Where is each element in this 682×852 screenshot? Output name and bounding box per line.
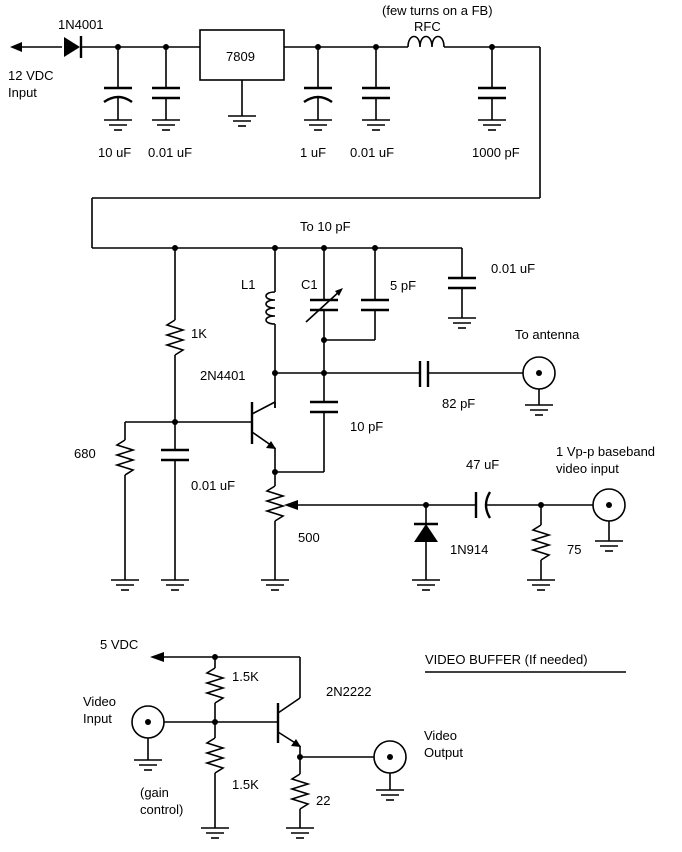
label-7809: 7809 [226, 49, 255, 64]
capacitor-001uf-c [448, 248, 476, 329]
transistor-2n2222 [276, 697, 301, 757]
label-5pf: 5 pF [390, 278, 416, 293]
label-baseband-2: video input [556, 461, 619, 476]
label-video-input-2: Input [83, 711, 112, 726]
label-rfc: RFC [414, 19, 441, 34]
capacitor-001uf-d [161, 422, 189, 591]
capacitor-1uf [303, 47, 333, 131]
capacitor-001uf-a [152, 47, 180, 131]
label-gain-1: (gain [140, 785, 169, 800]
label-1n4001: 1N4001 [58, 17, 104, 32]
video-input-connector[interactable] [592, 488, 626, 552]
label-rfc-note: (few turns on a FB) [382, 3, 493, 18]
capacitor-82pf [418, 361, 430, 387]
label-82pf: 82 pF [442, 396, 475, 411]
label-001uf-a: 0.01 uF [148, 145, 192, 160]
variable-capacitor-c1 [305, 248, 343, 375]
label-12vdc: 12 VDC [8, 68, 54, 83]
label-5vdc: 5 VDC [100, 637, 138, 652]
label-10pf: 10 pF [350, 419, 383, 434]
label-001uf-d: 0.01 uF [191, 478, 235, 493]
labels: 1N4001 12 VDC Input 7809 (few turns on a… [8, 3, 655, 817]
video-buffer-section [131, 652, 626, 839]
transistor-2n4401 [175, 401, 276, 486]
label-baseband-1: 1 Vp-p baseband [556, 444, 655, 459]
label-001uf-c: 0.01 uF [491, 261, 535, 276]
label-1k: 1K [191, 326, 207, 341]
capacitor-5pf [324, 248, 389, 341]
label-c1: C1 [301, 277, 318, 292]
label-1uf: 1 uF [300, 145, 326, 160]
label-gain-2: control) [140, 802, 183, 817]
oscillator-section [92, 245, 626, 591]
label-to-antenna: To antenna [515, 327, 580, 342]
label-1-5k-bottom: 1.5K [232, 777, 259, 792]
capacitor-001uf-b [362, 47, 390, 131]
resistor-1-5k-bottom [201, 722, 229, 839]
diode-1n4001 [64, 36, 83, 58]
capacitor-10pf [275, 373, 338, 473]
inductor-l1 [265, 248, 276, 408]
label-video-output-2: Output [424, 745, 463, 760]
label-l1: L1 [241, 277, 255, 292]
antenna-connector[interactable] [522, 356, 556, 416]
label-1n914: 1N914 [450, 542, 488, 557]
ground-regulator [228, 115, 256, 127]
label-to-10pf: To 10 pF [300, 219, 351, 234]
label-video-buffer: VIDEO BUFFER (If needed) [425, 652, 588, 667]
potentiometer-500 [261, 485, 476, 591]
label-500: 500 [298, 530, 320, 545]
label-10uf: 10 uF [98, 145, 131, 160]
supply-input-arrow [10, 42, 62, 52]
label-input: Input [8, 85, 37, 100]
label-video-input-1: Video [83, 694, 116, 709]
resistor-1k [164, 248, 186, 422]
label-1-5k-top: 1.5K [232, 669, 259, 684]
label-2n2222: 2N2222 [326, 684, 372, 699]
inductor-rfc [407, 35, 445, 48]
label-001uf-b: 0.01 uF [350, 145, 394, 160]
power-supply-section [10, 29, 541, 248]
label-2n4401: 2N4401 [200, 368, 246, 383]
capacitor-10uf [103, 47, 133, 131]
resistor-1-5k-top [204, 657, 226, 722]
resistor-680 [111, 421, 175, 591]
label-47uf: 47 uF [466, 457, 499, 472]
resistor-75 [527, 505, 555, 591]
video-buffer-output-connector[interactable] [373, 740, 407, 801]
label-22: 22 [316, 793, 330, 808]
diode-1n914 [412, 505, 440, 591]
label-75: 75 [567, 542, 581, 557]
capacitor-1000pf [478, 47, 506, 131]
label-video-output-1: Video [424, 728, 457, 743]
label-1000pf: 1000 pF [472, 145, 520, 160]
label-680: 680 [74, 446, 96, 461]
resistor-22 [286, 757, 314, 839]
video-buffer-input-connector[interactable] [131, 705, 165, 771]
